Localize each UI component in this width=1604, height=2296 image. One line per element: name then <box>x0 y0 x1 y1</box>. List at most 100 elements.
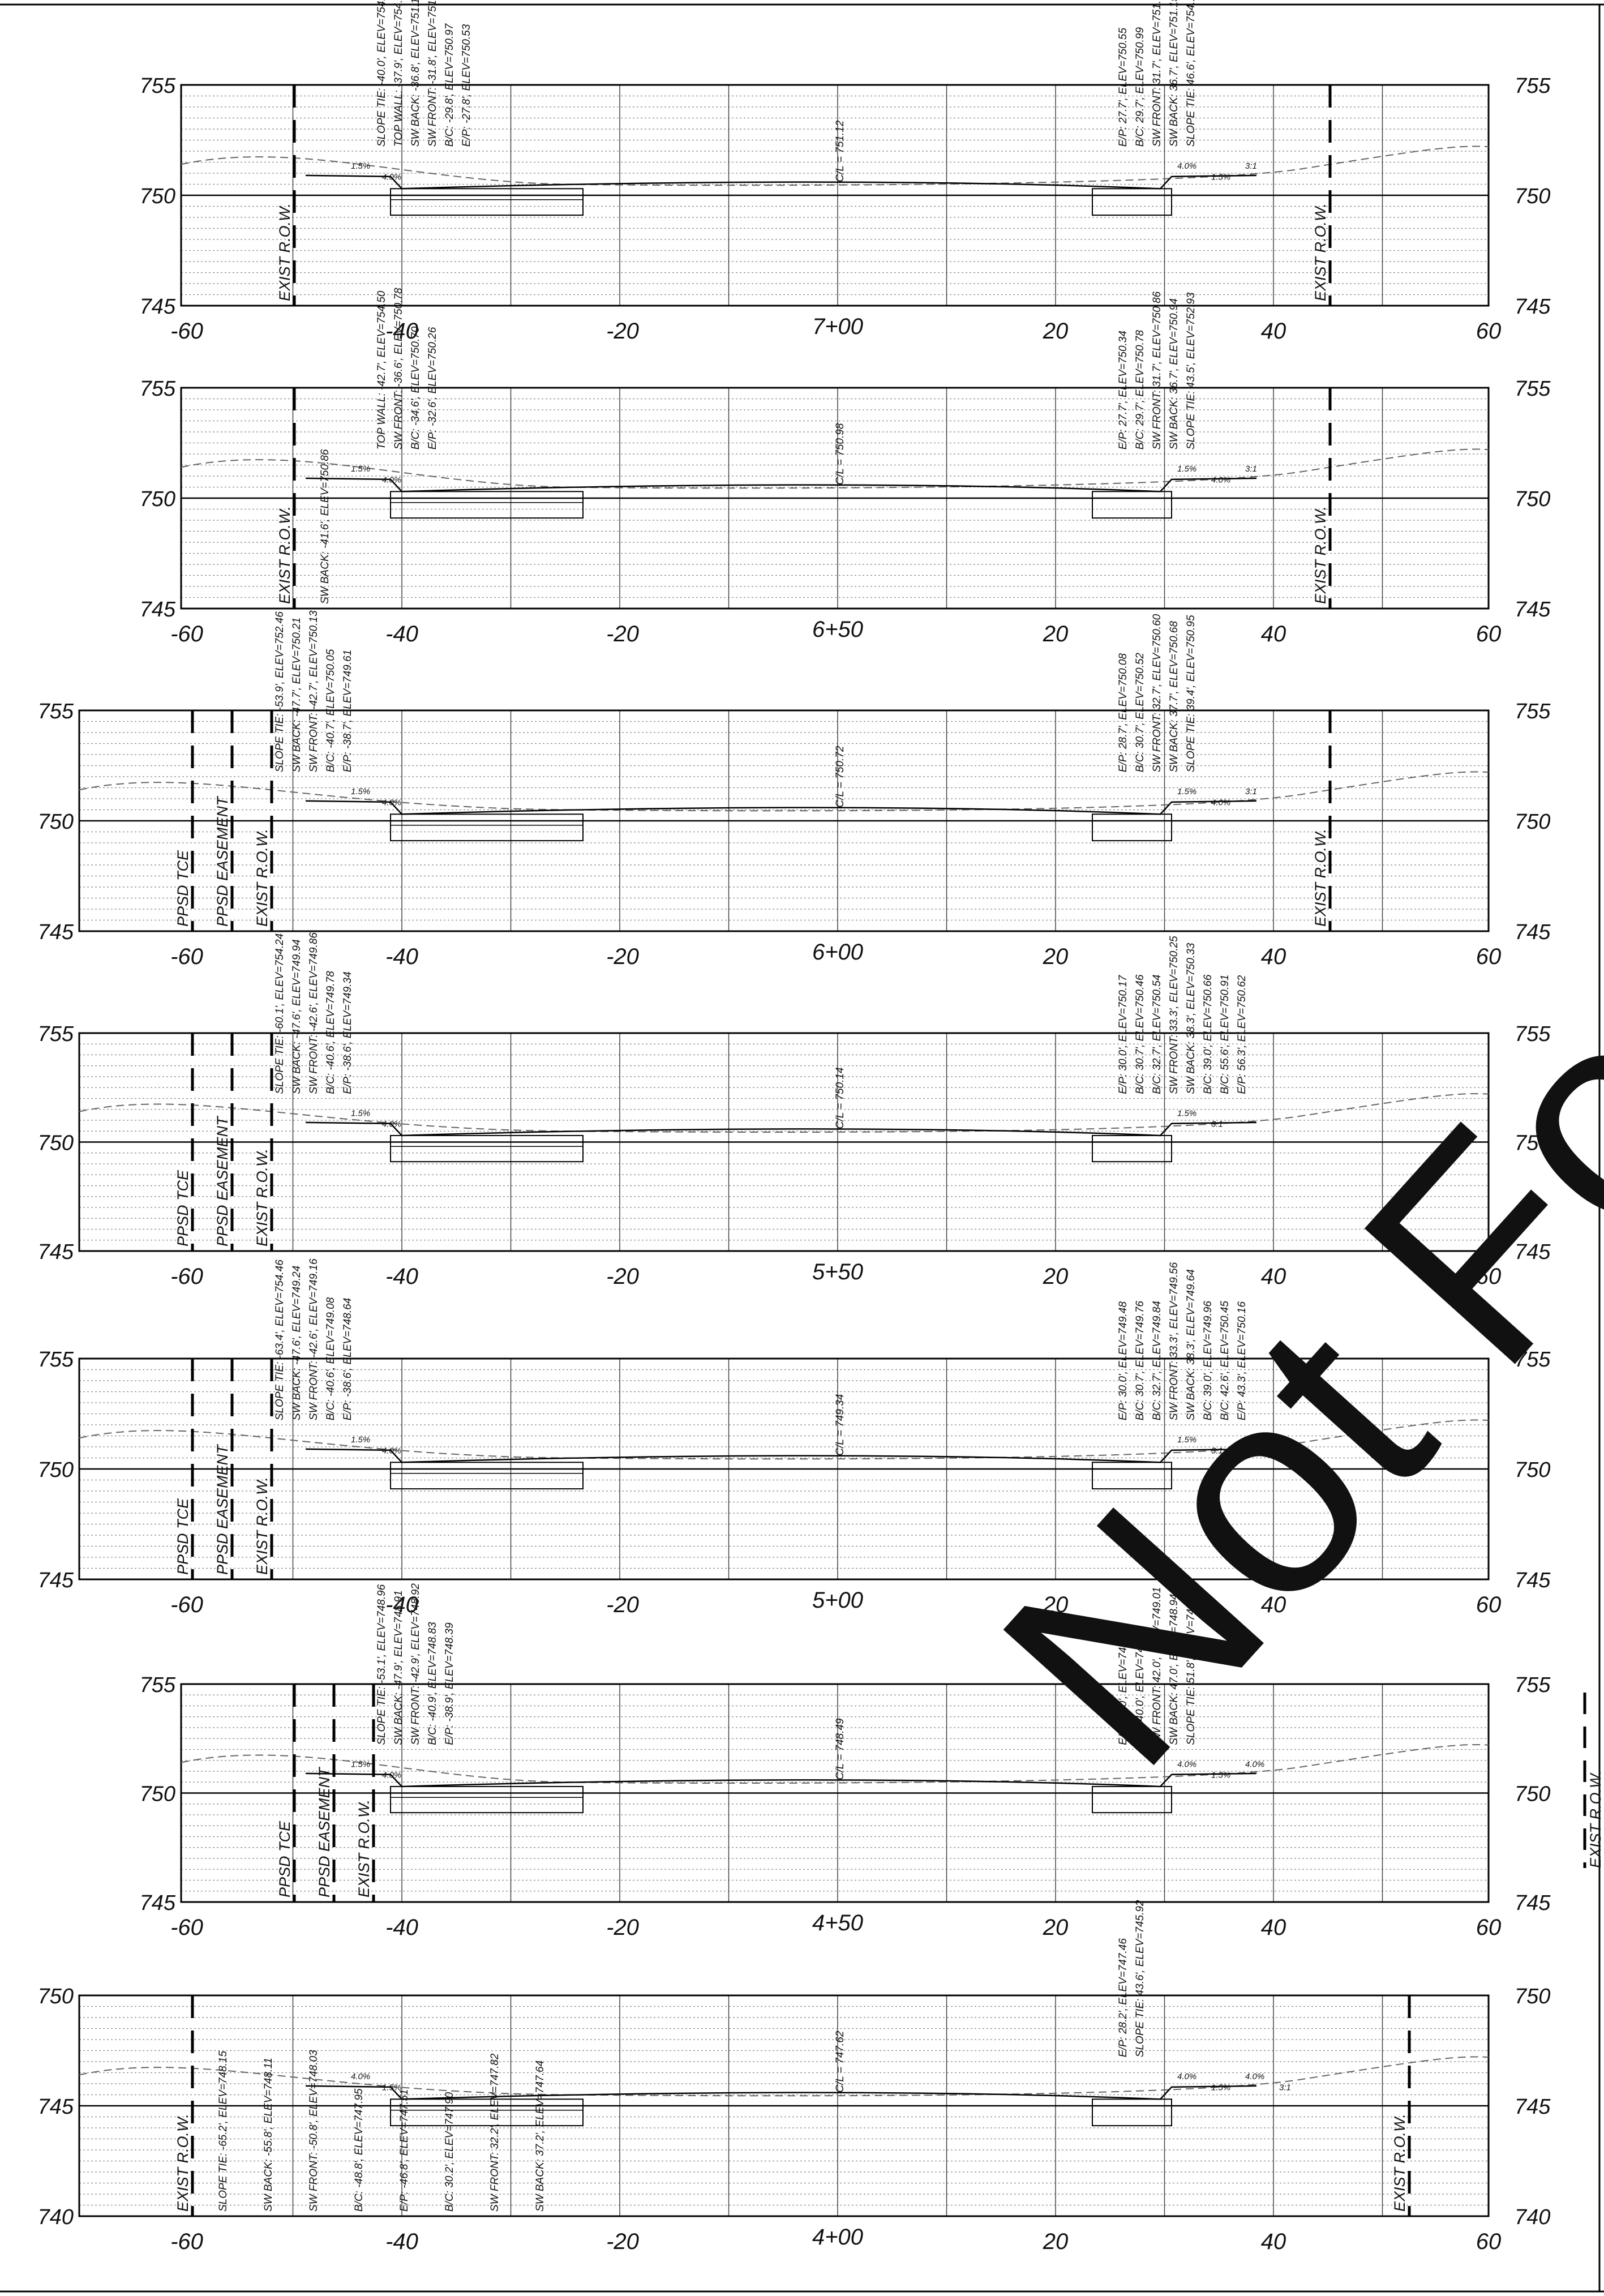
station-annotation-right: SW FRONT: 33.3', ELEV=749.56 <box>1168 1262 1180 1420</box>
offset-tick-label: -20 <box>606 319 639 344</box>
pavement-section-left <box>390 491 584 519</box>
elevation-label-left: 750 <box>38 810 74 834</box>
row-boundary-label: EXIST R.O.W. <box>1312 203 1329 301</box>
pavement-section-left <box>390 188 584 216</box>
slope-label: 4.0% <box>382 173 401 182</box>
elevation-label-left: 745 <box>38 920 74 944</box>
offset-tick-label: 40 <box>1261 622 1286 646</box>
existing-ground-line <box>79 1419 1489 1460</box>
slope-label: 4.0% <box>1177 1759 1196 1769</box>
offset-tick-label: -60 <box>170 1592 203 1617</box>
offset-tick-label: 60 <box>1476 2229 1502 2254</box>
elevation-label-right: 750 <box>1515 810 1550 834</box>
slope-label: 3:1 <box>1245 161 1257 171</box>
elevation-label-right: 750 <box>1515 185 1550 208</box>
station-annotation-right: SW BACK: 38.3', ELEV=750.33 <box>1185 943 1197 1094</box>
row-boundary-label: EXIST R.O.W. <box>1312 506 1329 604</box>
pavement-section-right <box>1092 1134 1172 1163</box>
station-annotation-right: SW FRONT: 31.7', ELEV=751.07 <box>1151 0 1163 147</box>
side-marker: EXIST R.O.W. <box>1583 1693 1604 1868</box>
station-annotation-right: E/P: 27.7', ELEV=750.55 <box>1117 28 1129 147</box>
pavement-section-right <box>1092 1785 1172 1814</box>
elevation-label-right: 755 <box>1515 1348 1551 1372</box>
offset-tick-label: 40 <box>1261 2229 1286 2254</box>
slope-label: 4.0% <box>1211 798 1230 808</box>
station-annotation-right: B/C: 32.7', ELEV=750.54 <box>1151 975 1163 1094</box>
station-annotation-right: B/C: 39.0', ELEV=750.66 <box>1202 974 1214 1094</box>
pavement-section-right <box>1092 491 1172 519</box>
offset-tick-label: -60 <box>170 944 203 969</box>
slope-label: 1.5% <box>351 787 370 796</box>
station-annotation-right: SLOPE TIE: 51.8', ELEV=748.78 <box>1185 1588 1197 1745</box>
elevation-label-left: 750 <box>38 1985 74 2008</box>
offset-tick-label: 60 <box>1476 319 1502 344</box>
station-annotation-left: E/P: -27.8', ELEV=750.53 <box>461 24 473 147</box>
offset-tick-label: 20 <box>1043 1592 1069 1617</box>
pavement-section-left <box>390 1785 584 1814</box>
elevation-label-right: 750 <box>1515 1458 1550 1482</box>
elevation-label-right: 750 <box>1515 1783 1550 1806</box>
station-annotation-left: SLOPE TIE: -53.9', ELEV=752.46 <box>274 611 286 772</box>
slope-label: 4.0% <box>382 798 401 808</box>
elevation-label-left: 750 <box>140 185 175 208</box>
proposed-profile-line <box>305 1772 1257 1788</box>
elevation-label-left: 755 <box>140 377 176 401</box>
pavement-section-right <box>1092 2098 1172 2127</box>
elevation-label-right: 755 <box>1515 74 1551 98</box>
slope-label: 1.5% <box>351 1759 370 1769</box>
offset-tick-label: -20 <box>606 1915 639 1940</box>
offset-tick-label: -40 <box>385 1592 418 1617</box>
elevation-label-left: 750 <box>140 1783 175 1806</box>
elevation-label-right: 745 <box>1515 1240 1551 1264</box>
station-annotation-left: E/P: -38.7', ELEV=749.61 <box>342 650 354 772</box>
slope-label: 3:1 <box>1279 2083 1291 2093</box>
station-annotation-bottom: SW FRONT: -50.8', ELEV=748.03 <box>308 2050 320 2212</box>
slope-label: 1.5% <box>1177 787 1196 796</box>
elevation-label-right: 755 <box>1515 1673 1551 1697</box>
pavement-section-right <box>1092 1462 1172 1490</box>
slope-label: 3:1 <box>1245 464 1257 474</box>
elevation-label-left: 745 <box>38 1569 74 1592</box>
elevation-label-right: 755 <box>1515 377 1551 401</box>
slope-label: 1.5% <box>1211 1771 1230 1780</box>
offset-tick-label: -40 <box>385 944 418 969</box>
elevation-label-left: 750 <box>38 1458 74 1482</box>
elevation-label-right: 745 <box>1515 1569 1551 1592</box>
slope-label: 4.0% <box>1211 476 1230 485</box>
slope-label: 4.0% <box>382 1771 401 1780</box>
slope-label: 4.0% <box>1177 2072 1196 2081</box>
existing-ground-line <box>79 771 1489 812</box>
row-boundary-label: EXIST R.O.W. <box>1312 829 1329 927</box>
slope-label: 1.5% <box>351 1108 370 1118</box>
offset-tick-label: -40 <box>385 319 418 344</box>
station-annotation-right: SLOPE TIE: 46.6', ELEV=754.14 <box>1185 0 1197 147</box>
centerline-label: C/L = 749.34 <box>834 1394 846 1456</box>
slope-label: 1.5% <box>382 2083 401 2093</box>
slope-label: 1.5% <box>351 161 370 171</box>
station-label: 5+50 <box>812 1260 863 1284</box>
station-annotation-left: SW FRONT: -42.9', ELEV=748.92 <box>410 1583 422 1745</box>
elevation-label-right: 750 <box>1515 1985 1550 2008</box>
elevation-label-right: 755 <box>1515 1022 1551 1046</box>
offset-tick-label: -60 <box>170 622 203 646</box>
station-annotation-left: SW BACK: -36.8', ELEV=751.15 <box>410 0 422 147</box>
offset-tick-label: 20 <box>1043 622 1069 646</box>
pavement-section-right <box>1092 188 1172 216</box>
station-annotation-right: E/P: 30.0', ELEV=750.17 <box>1117 974 1129 1094</box>
row-boundary-label: EXIST R.O.W. <box>1391 2114 1408 2212</box>
offset-tick-label: 40 <box>1261 944 1286 969</box>
offset-tick-label: -20 <box>606 1264 639 1289</box>
offset-tick-label: 40 <box>1261 1915 1286 1940</box>
station-annotation-left: B/C: -40.9', ELEV=748.83 <box>427 1622 439 1745</box>
station-annotation-right: SW BACK: 47.0', ELEV=748.94 <box>1168 1594 1180 1745</box>
slope-label: 1.5% <box>1211 2083 1230 2093</box>
station-annotation-right: E/P: 38.0', ELEV=749.0 <box>1117 1632 1129 1745</box>
offset-tick-label: 60 <box>1476 622 1502 646</box>
row-boundary-label: PPSD TCE <box>174 1498 191 1575</box>
row-boundary-label: PPSD EASEMENT <box>214 1443 231 1575</box>
station-annotation-right: B/C: 32.7', ELEV=749.84 <box>1151 1301 1163 1420</box>
proposed-profile-line <box>305 174 1257 190</box>
station-annotation-left: SLOPE TIE: -53.1', ELEV=748.96 <box>376 1584 388 1745</box>
